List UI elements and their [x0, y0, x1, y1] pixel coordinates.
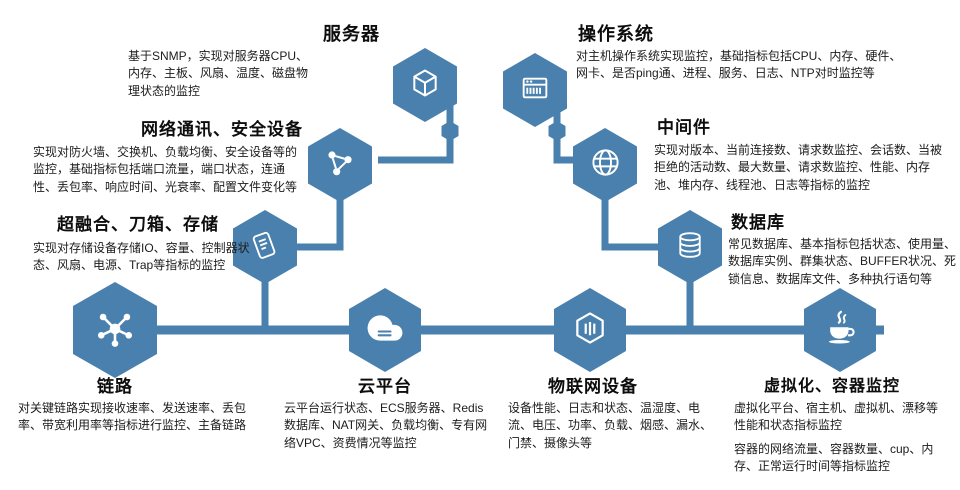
- cube-icon: [409, 67, 441, 104]
- java-coffee-icon: [821, 309, 859, 352]
- database-desc: 常见数据库、基本指标包括状态、使用量、数据库实例、群集状态、BUFFER状况、死…: [728, 237, 957, 286]
- link-hexagon: [73, 282, 157, 378]
- scroll-icon: [249, 229, 281, 266]
- server-desc: 基于SNMP，实现对服务器CPU、内存、主板、风扇、温度、磁盘物理状态的监控: [128, 49, 309, 98]
- middleware-desc: 实现对版本、当前连接数、请求数监控、会话数、当被拒绝的活动数、最大数量、请求数监…: [654, 143, 943, 192]
- link-desc: 对关键链路实现接收速率、发送速率、丢包率、带宽利用率等指标进行监控、主备链路: [18, 401, 247, 433]
- virtualization-platform-desc: 虚拟化平台、宿主机、虚拟机、漂移等性能和状态指标监控: [734, 401, 939, 433]
- storage-desc: 实现对存储设备存储IO、容量、控制器状态、风扇、电源、Trap等指标的监控: [33, 241, 250, 273]
- package-box-icon: [571, 309, 609, 352]
- connector-hexagon: [548, 121, 566, 141]
- virtualization-container-desc: 容器的网络流量、容器数量、cup、内存、正常运行时间等指标监控: [734, 442, 934, 474]
- globe-icon: [589, 146, 622, 184]
- network-desc: 实现对防火墙、交换机、负载均衡、安全设备等的监控，基础指标包括端口流量，端口状态…: [33, 145, 298, 194]
- iot-hexagon: [554, 288, 626, 372]
- network-title: 网络通讯、安全设备: [141, 120, 303, 139]
- cloud-title: 云平台: [358, 377, 412, 396]
- connector-network-storage: [293, 190, 344, 251]
- middleware-hexagon: [573, 128, 637, 202]
- virtualization-hexagon: [804, 288, 876, 372]
- cloud-hexagon: [349, 288, 421, 372]
- cloud-desc: 云平台运行状态、ECS服务器、Redis数据库、NAT网关、负载均衡、专有网络V…: [284, 401, 488, 450]
- middleware-title: 中间件: [657, 118, 711, 137]
- connector-middleware-database: [601, 190, 662, 251]
- hub-node-icon: [93, 306, 137, 355]
- connector-hexagon: [441, 121, 459, 141]
- virtualization-title: 虚拟化、容器监控: [764, 378, 901, 395]
- os-hexagon: [503, 53, 567, 127]
- database-cylinder-icon: [674, 229, 706, 266]
- database-title: 数据库: [731, 213, 785, 232]
- storage-title: 超融合、刀箱、存储: [57, 215, 219, 234]
- connector-server-network: [378, 100, 454, 164]
- cloud-icon: [366, 309, 404, 352]
- iot-desc: 设备性能、日志和状态、温湿度、电流、电压、功率、负载、烟感、漏水、门禁、摄像头等: [508, 401, 713, 450]
- share-network-icon: [324, 147, 356, 184]
- server-title: 服务器: [323, 24, 380, 44]
- database-hexagon: [658, 210, 722, 284]
- os-desc: 对主机操作系统实现监控，基础指标包括CPU、内存、硬件、网卡、是否ping通、进…: [576, 49, 902, 81]
- server-rack-icon: [519, 72, 551, 109]
- link-title: 链路: [97, 377, 133, 396]
- iot-title: 物联网设备: [548, 377, 638, 396]
- os-title: 操作系统: [578, 24, 654, 44]
